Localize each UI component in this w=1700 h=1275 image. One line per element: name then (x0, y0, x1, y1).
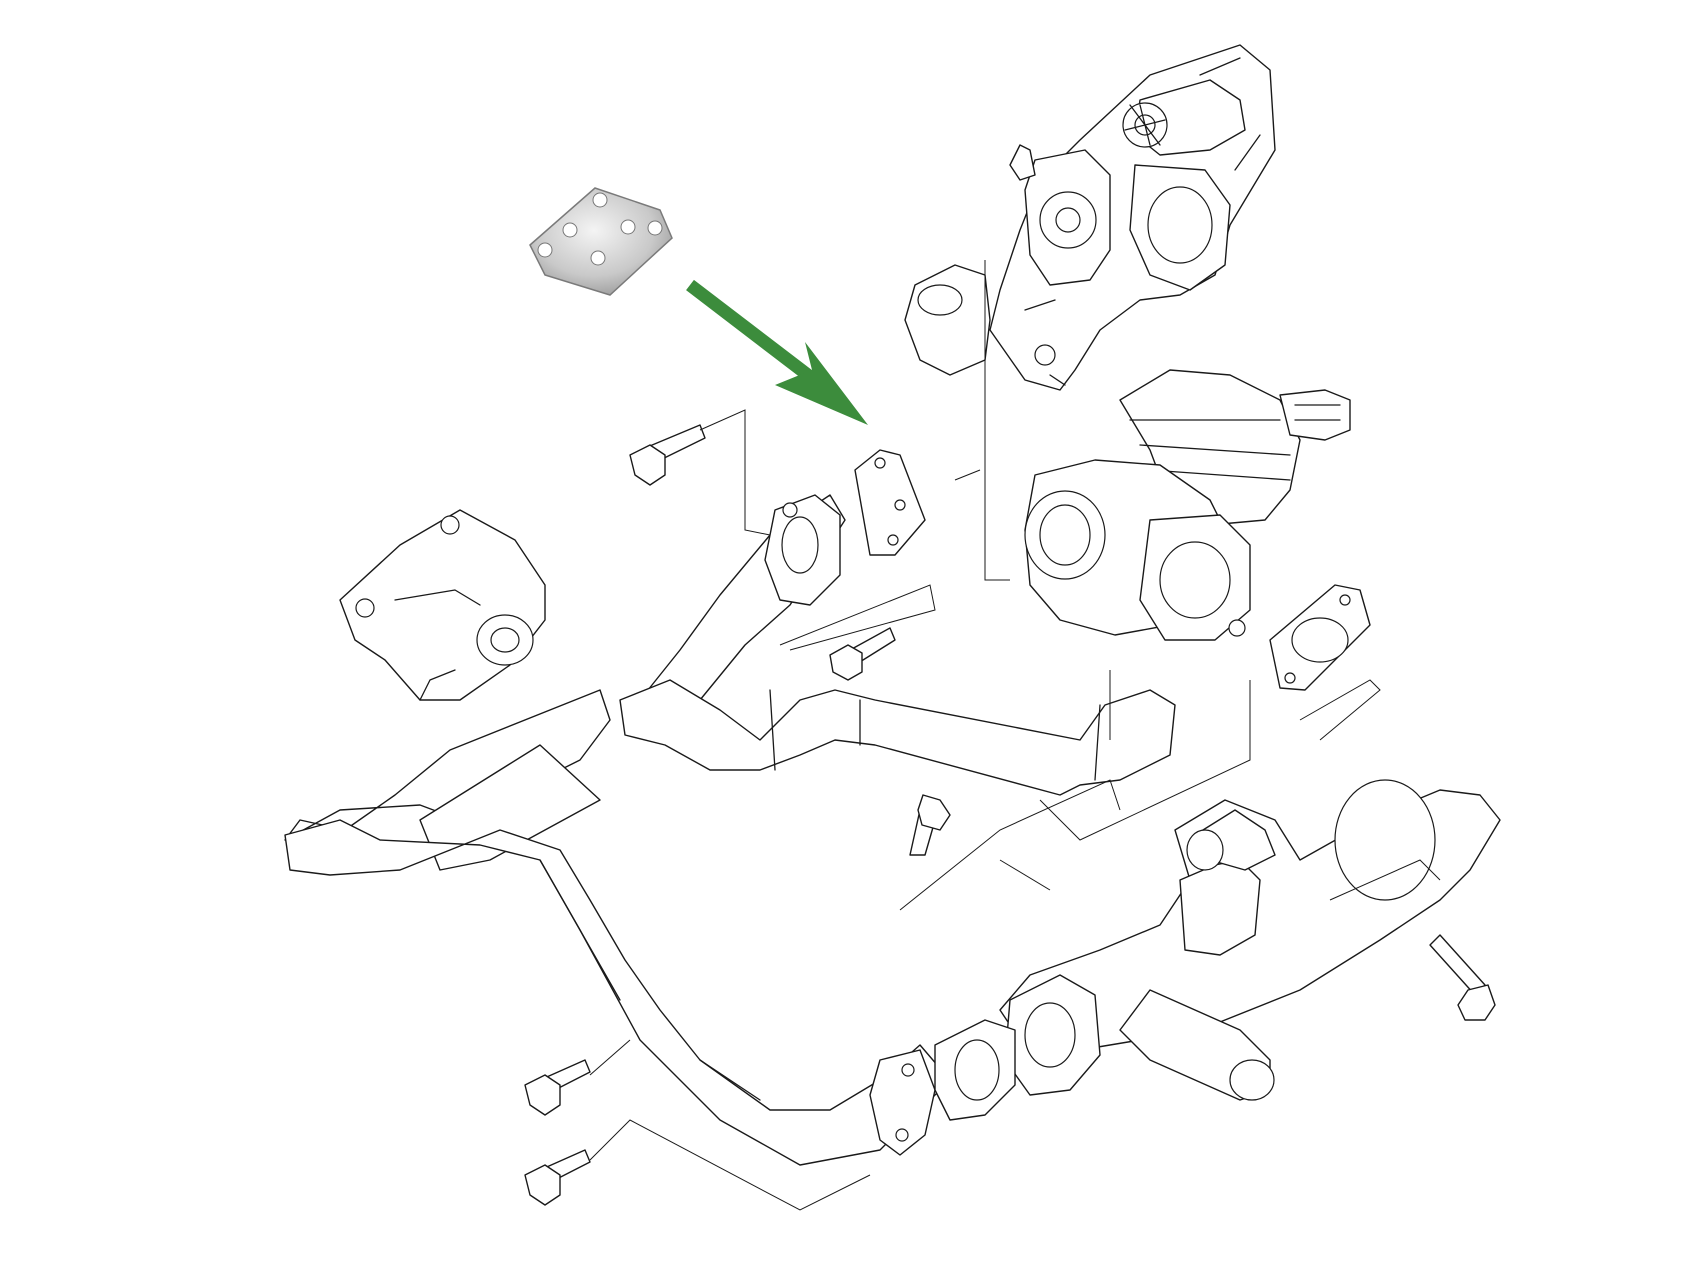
coolant-housing (339, 509, 546, 701)
egr-valve-actuator (904, 44, 1276, 391)
bolt-4 (1429, 934, 1496, 1021)
green-arrow-icon (686, 279, 868, 425)
egr-vacuum-valve (1024, 369, 1351, 641)
flange-lower (869, 1049, 936, 1156)
egr-pipe-long (284, 689, 951, 1166)
gasket-lower (934, 1019, 1016, 1121)
bolt-2 (829, 627, 896, 681)
leader-lines (589, 409, 1441, 1211)
flange-upper (764, 494, 841, 606)
gasket-right (1269, 584, 1371, 691)
egr-blanking-plate-icon (529, 187, 673, 296)
bolt-3 (909, 794, 951, 856)
egr-cooler (999, 779, 1501, 1101)
bolt-6 (524, 1149, 591, 1206)
gasket-upper (854, 449, 926, 556)
bolt-1 (629, 424, 706, 486)
bolt-5 (524, 1059, 591, 1116)
